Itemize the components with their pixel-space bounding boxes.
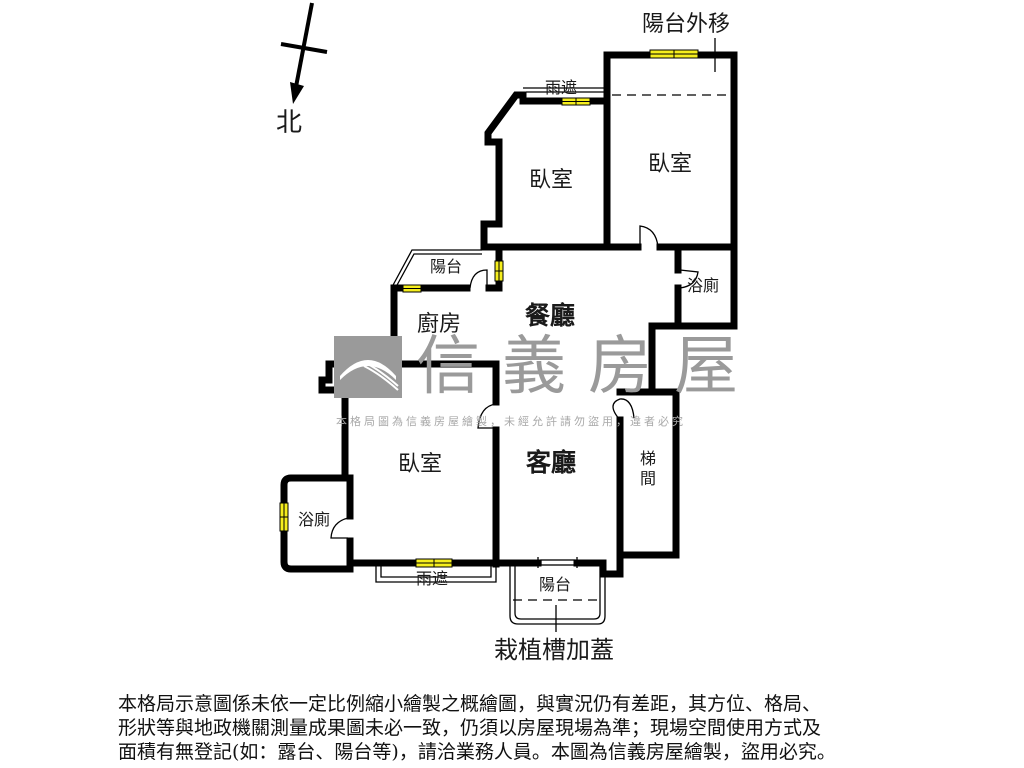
dashed-lines: [513, 94, 732, 601]
door-bath-left: [330, 517, 349, 539]
door-living-balcony: [540, 559, 576, 566]
watermark-notice: 本格局圖為信義房屋繪製，未經允許請勿盜用，違者必究: [336, 415, 686, 428]
walls: [280, 51, 738, 578]
disclaimer: 本格局示意圖係未依一定比例縮小繪製之概繪圖，與實況仍有差距，其方位、格局、 形狀…: [118, 692, 918, 764]
thin-outlines: [375, 38, 716, 632]
doors: [330, 225, 699, 568]
bedroom-top-right-label: 臥室: [648, 152, 693, 177]
disclaimer-line-1: 本格局示意圖係未依一定比例縮小繪製之概繪圖，與實況仍有差距，其方位、格局、: [118, 693, 822, 715]
door-living-stairs: [612, 398, 635, 421]
kitchen-label: 廚房: [417, 312, 462, 337]
windows: [279, 49, 699, 568]
bath-right-label: 浴廁: [687, 276, 720, 295]
door-bath-right: [679, 269, 699, 289]
stairs-label: 梯間: [637, 450, 656, 490]
door-bedroom-right: [639, 225, 659, 248]
balcony-kitchen-label: 陽台: [430, 257, 463, 276]
disclaimer-line-2: 形狀等與地政機關測量成果圖未必一致，仍須以房屋現場為準；現場空間使用方式及: [118, 717, 822, 739]
disclaimer-line-3: 面積有無登記(如：露台、陽台等)，請洽業務人員。本圖為信義房屋繪製，盜用必究。: [118, 741, 836, 763]
dining-label: 餐廳: [525, 301, 576, 330]
door-kitchen-balcony: [469, 269, 488, 289]
door-bedroom-bottom: [477, 403, 497, 429]
living-label: 客廳: [526, 448, 577, 477]
awning-bottom-label: 雨遮: [416, 569, 449, 588]
awning-top-label: 雨遮: [545, 78, 578, 97]
north-arrow-icon: [280, 2, 328, 104]
balcony-moved-out-label: 陽台外移: [642, 12, 731, 37]
north-label: 北: [276, 108, 303, 138]
planter-covered-label: 栽植槽加蓋: [494, 636, 614, 664]
bath-left-label: 浴廁: [298, 510, 331, 529]
balcony-living-label: 陽台: [539, 575, 572, 594]
bedroom-bottom-left-label: 臥室: [398, 452, 443, 477]
bedroom-top-left-label: 臥室: [529, 168, 574, 193]
